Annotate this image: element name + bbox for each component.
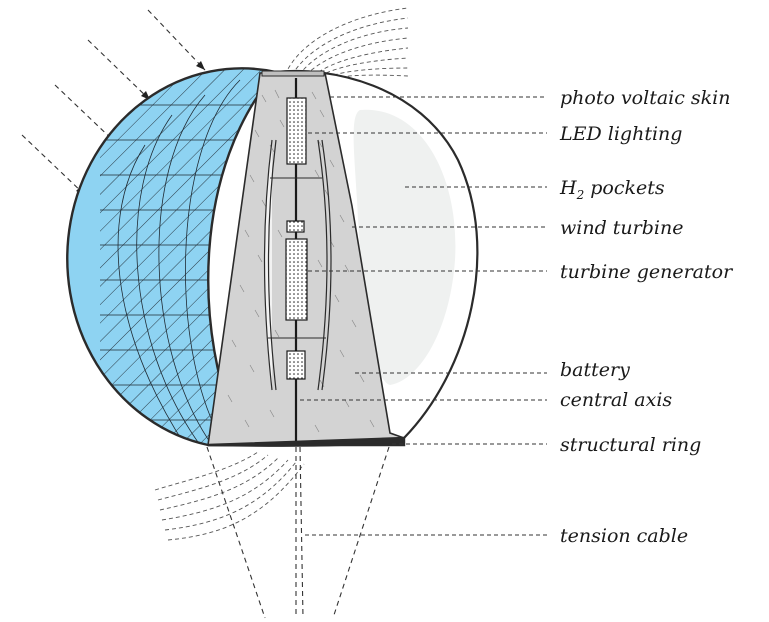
battery-unit (286, 350, 306, 380)
label-h2-rest: pockets (584, 177, 665, 199)
label-structural-ring: structural ring (560, 434, 701, 456)
labels: photo voltaic skin LED lighting H2 pocke… (559, 87, 734, 547)
label-h2-pockets: H2 pockets (559, 177, 665, 202)
top-cap (261, 70, 325, 77)
label-h2-main: H (559, 177, 577, 199)
wind-flow-bottom (154, 451, 305, 541)
wind-turbine-unit (286, 220, 305, 233)
structural-ring (207, 436, 406, 447)
label-tension-cable: tension cable (560, 525, 688, 547)
label-battery: battery (560, 359, 630, 381)
led-lighting-unit (286, 97, 307, 165)
wind-flow-top (284, 7, 409, 79)
label-central-axis: central axis (560, 389, 672, 411)
leader-lines (300, 96, 547, 536)
label-h2-subscript: 2 (576, 188, 585, 202)
turbine-generator-unit (285, 238, 308, 321)
turbine-blade-right (317, 139, 328, 391)
label-photovoltaic-skin: photo voltaic skin (560, 87, 731, 109)
label-turbine-generator: turbine generator (560, 261, 734, 283)
label-led-lighting: LED lighting (559, 123, 682, 145)
label-wind-turbine: wind turbine (560, 217, 683, 239)
h2-pocket (353, 109, 456, 385)
tension-cables (206, 446, 390, 619)
